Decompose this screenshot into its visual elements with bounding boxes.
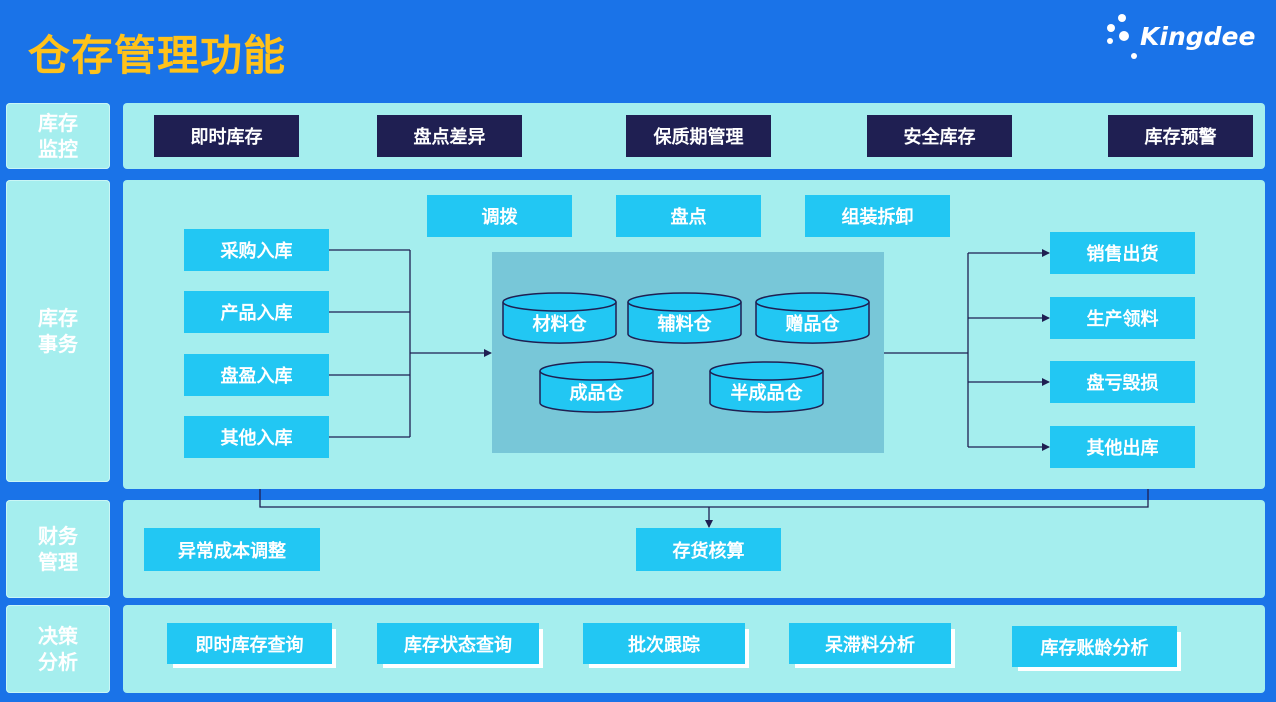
- warehouse-cylinder[interactable]: 赠品仓: [755, 292, 870, 344]
- monitor-item[interactable]: 盘点差异: [377, 115, 522, 157]
- row-label-transactions: 库存事务: [6, 180, 110, 482]
- database-cylinder-icon: [709, 361, 824, 413]
- monitor-item[interactable]: 库存预警: [1108, 115, 1253, 157]
- row-label-finance: 财务管理: [6, 500, 110, 598]
- warehouse-label: 辅料仓: [657, 314, 712, 335]
- transaction-op[interactable]: 盘点: [616, 195, 761, 237]
- page-title: 仓存管理功能: [28, 31, 287, 80]
- outbound-item[interactable]: 生产领料: [1050, 297, 1195, 339]
- analysis-item[interactable]: 库存状态查询: [377, 623, 539, 664]
- database-cylinder-icon: [539, 361, 654, 413]
- outbound-item[interactable]: 盘亏毁损: [1050, 361, 1195, 403]
- database-cylinder-icon: [627, 292, 742, 344]
- warehouse-cylinder[interactable]: 半成品仓: [709, 361, 824, 413]
- warehouse-cylinder[interactable]: 材料仓: [502, 292, 617, 344]
- analysis-item[interactable]: 即时库存查询: [167, 623, 332, 664]
- monitor-item[interactable]: 即时库存: [154, 115, 299, 157]
- outbound-item[interactable]: 其他出库: [1050, 426, 1195, 468]
- transaction-op[interactable]: 组装拆卸: [805, 195, 950, 237]
- warehouse-label: 半成品仓: [730, 383, 803, 404]
- inbound-item[interactable]: 其他入库: [184, 416, 329, 458]
- logo-text: Kingdee: [1140, 22, 1256, 51]
- warehouse-cylinder[interactable]: 成品仓: [539, 361, 654, 413]
- inbound-item[interactable]: 产品入库: [184, 291, 329, 333]
- analysis-item[interactable]: 批次跟踪: [583, 623, 745, 664]
- warehouse-label: 赠品仓: [785, 314, 840, 335]
- finance-item[interactable]: 存货核算: [636, 528, 781, 571]
- database-cylinder-icon: [502, 292, 617, 344]
- analysis-item[interactable]: 呆滞料分析: [789, 623, 951, 664]
- finance-item[interactable]: 异常成本调整: [144, 528, 320, 571]
- warehouse-label: 成品仓: [569, 383, 624, 404]
- inbound-item[interactable]: 采购入库: [184, 229, 329, 271]
- warehouse-cylinder[interactable]: 辅料仓: [627, 292, 742, 344]
- analysis-item[interactable]: 库存账龄分析: [1012, 626, 1177, 667]
- warehouse-label: 材料仓: [532, 314, 587, 335]
- warehouse-area: [492, 252, 884, 453]
- row-label-analysis: 决策分析: [6, 605, 110, 693]
- monitor-item[interactable]: 保质期管理: [626, 115, 771, 157]
- inbound-item[interactable]: 盘盈入库: [184, 354, 329, 396]
- database-cylinder-icon: [755, 292, 870, 344]
- outbound-item[interactable]: 销售出货: [1050, 232, 1195, 274]
- row-label-monitor: 库存监控: [6, 103, 110, 169]
- transaction-op[interactable]: 调拨: [427, 195, 572, 237]
- kingdee-logo: Kingdee: [1102, 10, 1262, 66]
- logo-dots-icon: [1107, 14, 1137, 59]
- monitor-item[interactable]: 安全库存: [867, 115, 1012, 157]
